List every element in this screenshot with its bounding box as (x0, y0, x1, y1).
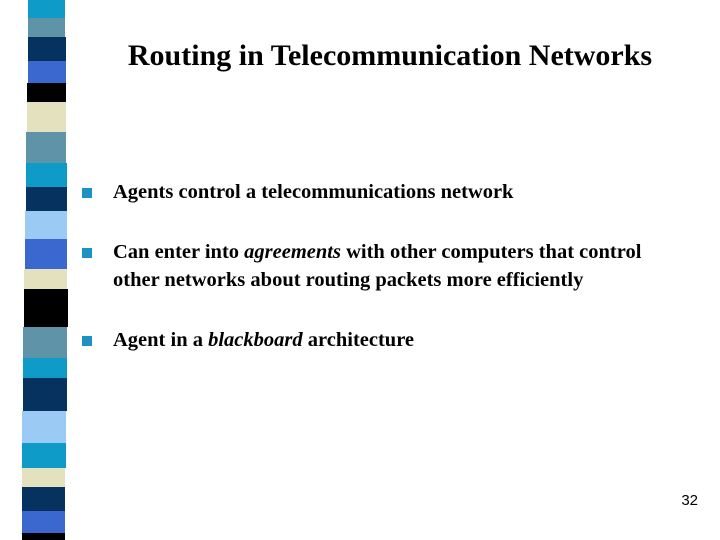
square-bullet-icon (82, 248, 92, 258)
stripe-band (22, 443, 66, 468)
bullet-item: Agents control a telecommunications netw… (80, 178, 680, 206)
bullet-list: Agents control a telecommunications netw… (80, 178, 680, 386)
bullet-text: Can enter into agreements with other com… (113, 238, 680, 294)
bullet-text: Agent in a blackboard architecture (113, 326, 680, 354)
left-stripe-column (0, 0, 90, 540)
square-bullet-icon (82, 188, 92, 198)
stripe-band (25, 239, 67, 269)
stripe-band (22, 511, 65, 533)
stripe-band (28, 18, 65, 37)
text-run: Agent in a (113, 329, 209, 351)
stripe-band (27, 83, 66, 102)
emphasized-term: agreements (244, 241, 341, 263)
bullet-item: Agent in a blackboard architecture (80, 326, 680, 354)
stripe-band (22, 468, 65, 487)
bullet-item: Can enter into agreements with other com… (80, 238, 680, 294)
text-run: architecture (302, 329, 415, 351)
stripe-band (24, 289, 68, 327)
page-number: 32 (681, 492, 698, 509)
square-bullet-icon (82, 336, 92, 346)
stripe-band (24, 269, 67, 289)
stripe-band (28, 37, 66, 61)
stripe-band (28, 61, 66, 83)
stripe-band (26, 132, 66, 163)
text-run: with other computers that control other … (113, 241, 642, 291)
stripe-band (25, 211, 67, 239)
text-run: Agents control a telecommunications netw… (113, 181, 514, 203)
stripe-band (26, 163, 67, 187)
text-run: Can enter into (113, 241, 245, 263)
emphasized-term: blackboard (208, 329, 303, 351)
stripe-band (22, 487, 65, 511)
stripe-band (27, 102, 66, 132)
stripe-band (23, 327, 67, 358)
stripe-band (23, 358, 67, 378)
stripe-band (22, 533, 65, 540)
stripe-band (28, 0, 65, 18)
stripe-band (22, 411, 66, 443)
stripe-band (26, 187, 67, 211)
bullet-text: Agents control a telecommunications netw… (113, 178, 680, 206)
page-title: Routing in Telecommunication Networks (127, 39, 653, 72)
stripe-band (23, 378, 67, 411)
